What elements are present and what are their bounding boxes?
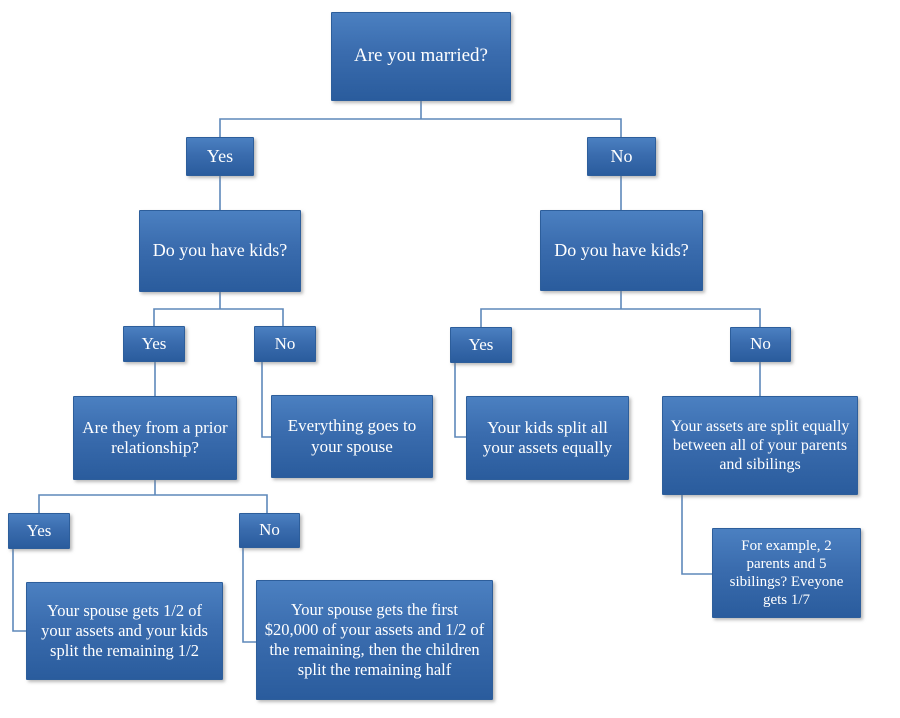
connector-unmarried-yes-split bbox=[454, 363, 466, 438]
node-unmarried-kids-yes: Yes bbox=[450, 327, 512, 363]
node-prior-relationship-question: Are they from a prior relationship? bbox=[73, 396, 237, 480]
node-are-you-married: Are you married? bbox=[331, 12, 511, 101]
node-married-kids-no: No bbox=[254, 326, 316, 362]
node-prior-no: No bbox=[239, 513, 300, 548]
node-kids-split-assets: Your kids split all your assets equally bbox=[466, 396, 629, 480]
connector-assets-example bbox=[681, 495, 712, 575]
node-example-one-seventh: For example, 2 parents and 5 sibilings? … bbox=[712, 528, 861, 618]
node-kids-question-unmarried: Do you have kids? bbox=[540, 210, 703, 291]
node-unmarried-kids-no: No bbox=[730, 327, 791, 362]
node-spouse-half-kids-half: Your spouse gets 1/2 of your assets and … bbox=[26, 582, 223, 680]
connector-kidsq-right-branch bbox=[480, 308, 761, 327]
node-prior-yes: Yes bbox=[8, 513, 70, 549]
connector-priorno-result bbox=[242, 548, 256, 643]
node-spouse-20000-first: Your spouse gets the first $20,000 of yo… bbox=[256, 580, 493, 700]
connector-kidsno-spouse bbox=[261, 362, 271, 438]
node-married-yes: Yes bbox=[186, 137, 254, 176]
node-married-no: No bbox=[587, 137, 656, 176]
node-assets-split-parents-siblings: Your assets are split equally between al… bbox=[662, 396, 858, 495]
node-kids-question-married: Do you have kids? bbox=[139, 210, 301, 292]
connector-priorq-branch bbox=[38, 494, 268, 513]
node-married-kids-yes: Yes bbox=[123, 326, 185, 362]
connector-prioryes-result bbox=[12, 549, 26, 632]
connector-root-branch bbox=[219, 118, 622, 137]
node-everything-to-spouse: Everything goes to your spouse bbox=[271, 395, 433, 478]
connector-kidsq-left-branch bbox=[153, 308, 284, 326]
